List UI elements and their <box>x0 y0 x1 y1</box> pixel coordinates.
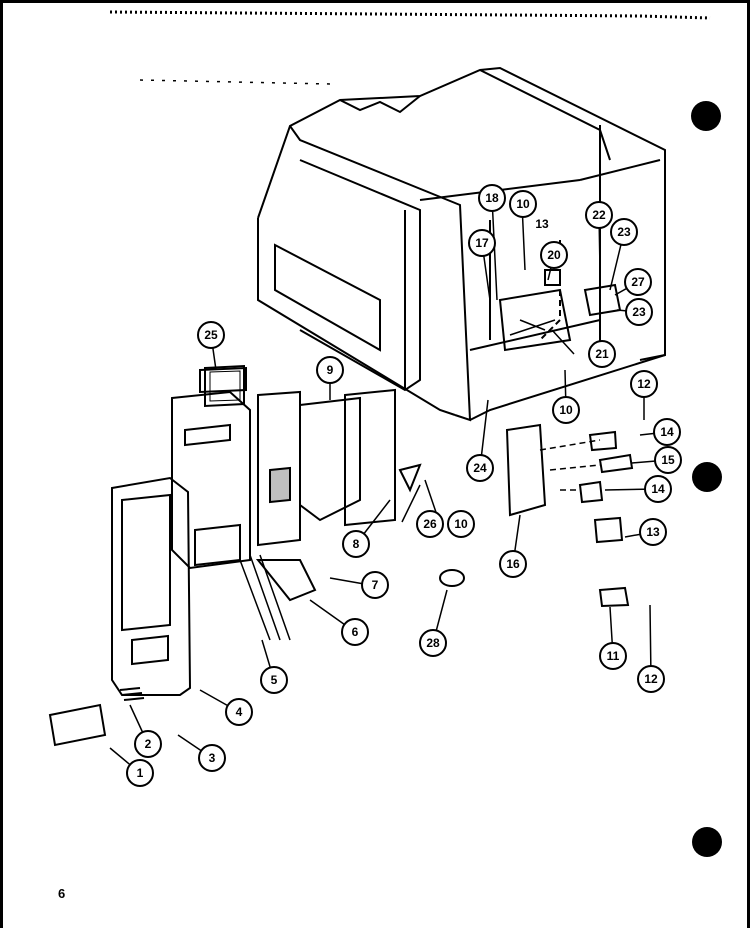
callout-7: 7 <box>361 571 389 599</box>
svg-text:15: 15 <box>661 453 675 467</box>
svg-text:12: 12 <box>644 672 658 686</box>
callout-16: 16 <box>499 550 527 578</box>
callout-20: 20 <box>540 241 568 269</box>
callout-10c: 10 <box>447 510 475 538</box>
svg-text:4: 4 <box>236 705 243 719</box>
svg-text:18: 18 <box>485 191 499 205</box>
svg-text:24: 24 <box>473 461 487 475</box>
binder-hole-middle <box>692 462 722 492</box>
svg-text:21: 21 <box>595 347 609 361</box>
svg-text:27: 27 <box>631 275 645 289</box>
callout-13a: 13 <box>639 518 667 546</box>
binder-hole-top <box>691 101 721 131</box>
interlock-switch-assembly <box>505 423 634 608</box>
svg-text:14: 14 <box>660 425 674 439</box>
callout-18: 18 <box>478 184 506 212</box>
callout-2: 2 <box>134 730 162 758</box>
callout-10b: 10 <box>552 396 580 424</box>
callout-5: 5 <box>260 666 288 694</box>
callout-10a: 10 <box>509 190 537 218</box>
svg-text:10: 10 <box>395 515 409 529</box>
control-panel-assembly <box>111 366 251 696</box>
svg-text:6: 6 <box>352 625 359 639</box>
circuit-boards <box>239 388 422 641</box>
callout-12b: 12 <box>637 665 665 693</box>
callouts: 1 2 3 4 5 6 7 8 9 10 10 10 10 11 12 12 1… <box>126 184 682 787</box>
callout-21: 21 <box>588 340 616 368</box>
callout-11: 11 <box>599 642 627 670</box>
cabinet-top-cutaway <box>339 95 421 114</box>
callout-23b: 23 <box>625 298 653 326</box>
svg-text:7: 7 <box>372 578 379 592</box>
svg-text:23: 23 <box>632 305 646 319</box>
callout-24: 24 <box>466 454 494 482</box>
callout-8: 8 <box>342 530 370 558</box>
svg-text:25: 25 <box>204 328 218 342</box>
callout-26: 26 <box>416 510 444 538</box>
callout-6: 6 <box>341 618 369 646</box>
svg-text:23: 23 <box>617 225 631 239</box>
callout-9: 9 <box>316 356 344 384</box>
svg-text:13: 13 <box>535 217 549 231</box>
svg-text:12: 12 <box>637 377 651 391</box>
callout-23a: 23 <box>610 218 638 246</box>
svg-text:10: 10 <box>454 517 468 531</box>
svg-text:22: 22 <box>592 208 606 222</box>
oven-cabinet <box>257 66 666 422</box>
callout-27: 27 <box>624 268 652 296</box>
binder-hole-bottom <box>692 827 722 857</box>
callout-1: 1 <box>126 759 154 787</box>
callout-14b: 14 <box>644 475 672 503</box>
callout-17: 17 <box>468 229 496 257</box>
svg-text:20: 20 <box>547 248 561 262</box>
callout-15: 15 <box>654 446 682 474</box>
svg-text:3: 3 <box>209 751 216 765</box>
callout-4: 4 <box>225 698 253 726</box>
svg-text:28: 28 <box>426 636 440 650</box>
leader-lines <box>109 197 669 774</box>
svg-text:9: 9 <box>327 363 334 377</box>
callout-25: 25 <box>197 321 225 349</box>
callout-13b: 13 <box>535 217 549 231</box>
svg-text:8: 8 <box>353 537 360 551</box>
small-parts <box>48 364 465 747</box>
callout-12a: 12 <box>630 370 658 398</box>
callout-14a: 14 <box>653 418 681 446</box>
callout-22: 22 <box>585 201 613 229</box>
svg-text:17: 17 <box>475 236 489 250</box>
svg-text:10: 10 <box>559 403 573 417</box>
svg-text:1: 1 <box>137 766 144 780</box>
svg-text:5: 5 <box>271 673 278 687</box>
svg-text:10: 10 <box>516 197 530 211</box>
page-number: 6 <box>58 886 66 901</box>
svg-text:11: 11 <box>607 649 620 663</box>
svg-text:16: 16 <box>506 557 520 571</box>
callout-28: 28 <box>419 629 447 657</box>
svg-text:13: 13 <box>646 525 660 539</box>
callout-3: 3 <box>198 744 226 772</box>
svg-text:14: 14 <box>651 482 665 496</box>
svg-text:26: 26 <box>423 517 437 531</box>
svg-text:2: 2 <box>145 737 152 751</box>
